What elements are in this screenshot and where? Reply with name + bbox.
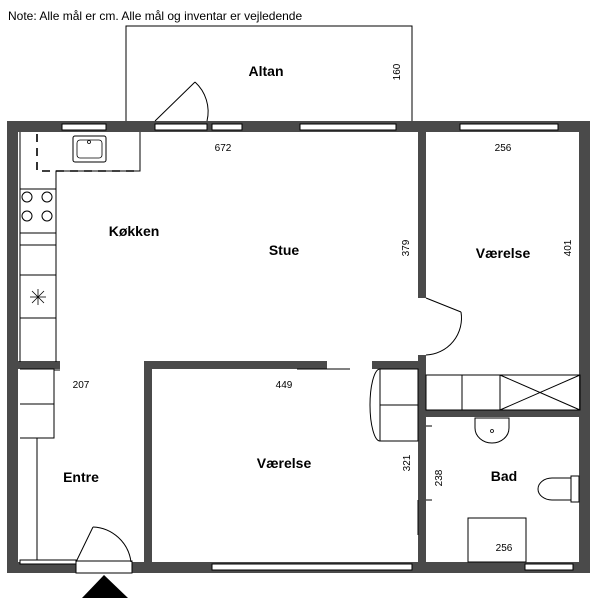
room-label-altan: Altan — [249, 63, 284, 79]
room-label-vaerelse-top: Værelse — [476, 245, 531, 261]
washbasin-icon — [474, 417, 510, 444]
stove-icon — [21, 191, 53, 222]
stue-door — [425, 297, 462, 356]
windows — [19, 123, 574, 571]
entrance-door — [75, 526, 133, 574]
dim-vaerelse-bottom-depth: 321 — [402, 454, 413, 471]
dim-bad-width: 256 — [496, 543, 513, 554]
room-closet — [425, 374, 581, 411]
kitchen-counter — [19, 132, 141, 362]
entre-wardrobe — [20, 368, 60, 560]
toilet-icon — [537, 475, 580, 503]
dim-entre-width: 207 — [73, 380, 90, 391]
interior-walls — [16, 128, 584, 565]
dim-vaerelse-bottom-width: 449 — [276, 380, 293, 391]
dim-stue-depth: 379 — [401, 239, 412, 256]
entrance-arrow-icon — [82, 575, 128, 598]
room-label-kokken: Køkken — [109, 223, 160, 239]
dim-altan-depth: 160 — [392, 63, 403, 80]
note-text: Note: Alle mål er cm. Alle mål og invent… — [8, 9, 302, 23]
balcony — [125, 25, 413, 121]
bath-cabinet — [467, 517, 527, 563]
sink-icon — [72, 135, 107, 163]
room-label-stue: Stue — [269, 242, 300, 258]
fan-icon — [30, 289, 46, 305]
hall-wardrobe — [369, 368, 419, 442]
room-label-entre: Entre — [63, 469, 99, 485]
room-label-bad: Bad — [491, 468, 517, 484]
dim-bad-depth: 238 — [434, 469, 445, 486]
dim-stue-width: 672 — [215, 143, 232, 154]
bath-door — [417, 425, 432, 535]
exterior-walls — [7, 121, 590, 573]
room-label-vaerelse-bottom: Værelse — [257, 455, 312, 471]
balcony-door — [154, 81, 209, 122]
dim-vaerelse-top-width: 256 — [495, 143, 512, 154]
dim-vaerelse-top-depth: 401 — [563, 239, 574, 256]
